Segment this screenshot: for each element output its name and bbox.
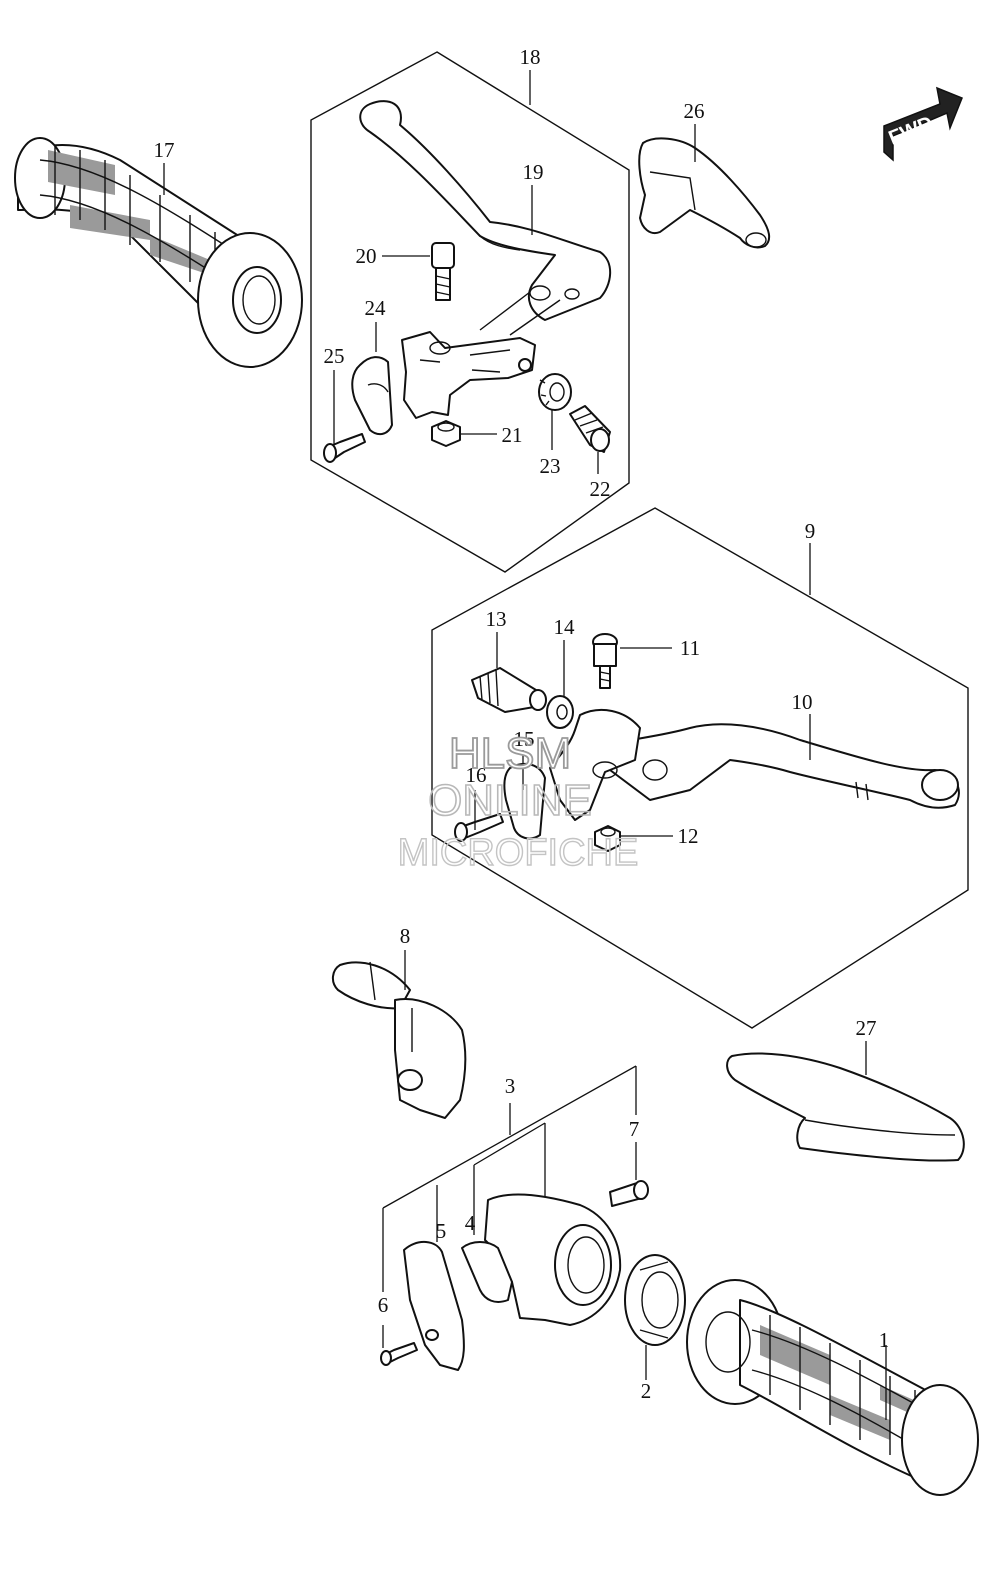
callout-3: 3 (505, 1074, 516, 1098)
callout-21: 21 (502, 423, 523, 447)
assembly-outline-18 (310, 51, 630, 573)
callout-25: 25 (324, 344, 345, 368)
callout-5: 5 (436, 1219, 447, 1243)
fwd-arrow-icon: FWD (883, 86, 963, 162)
callout-12: 12 (678, 824, 699, 848)
locknut-part (546, 695, 574, 729)
callout-19: 19 (523, 160, 544, 184)
callout-24: 24 (365, 296, 387, 320)
callout-6: 6 (378, 1293, 389, 1317)
nut-part (594, 825, 621, 852)
bolt-part (592, 633, 618, 689)
callout-18: 18 (520, 45, 541, 69)
callout-13: 13 (486, 607, 507, 631)
hand-guard-part (726, 1052, 965, 1162)
callout-16: 16 (466, 763, 487, 787)
lever-part (359, 100, 612, 321)
insert-part (461, 1241, 513, 1303)
callout-26: 26 (684, 99, 705, 123)
callout-22: 22 (590, 477, 611, 501)
callout-17: 17 (154, 138, 175, 162)
screw-part (323, 433, 366, 463)
callout-9: 9 (805, 519, 816, 543)
callout-15: 15 (514, 727, 535, 751)
lever-cover-part (638, 137, 771, 249)
locknut-part (538, 373, 572, 411)
pulley-part (624, 1254, 686, 1346)
grip-right-part (686, 1279, 979, 1496)
pivot-bolt-part (431, 242, 455, 301)
throttle-tube-part (332, 961, 467, 1119)
callout-10: 10 (792, 690, 813, 714)
cable-adjuster-part (471, 667, 547, 713)
throttle-housing-part (484, 1193, 622, 1326)
bolt-part (609, 1180, 649, 1207)
callout-4: 4 (465, 1211, 476, 1235)
nut-part (431, 420, 461, 447)
callout-20: 20 (356, 244, 377, 268)
grip-left-part (14, 137, 303, 368)
callout-2: 2 (641, 1379, 652, 1403)
callout-1: 1 (879, 1328, 890, 1352)
adjuster-part (569, 405, 611, 453)
callout-23: 23 (540, 454, 561, 478)
lever-holder-part (401, 291, 561, 419)
lever-part (609, 723, 960, 809)
watermark: HLSM ONLINE MICROFICHE (397, 728, 639, 875)
assembly-outline-9 (431, 507, 969, 1029)
callout-11: 11 (680, 636, 700, 660)
screw-part (454, 813, 504, 842)
screw-part (380, 1342, 418, 1366)
watermark-line-2: ONLINE (428, 776, 592, 825)
callout-14: 14 (554, 615, 576, 639)
callout-8: 8 (400, 924, 411, 948)
watermark-line-3: MICROFICHE (398, 832, 639, 874)
watermark-line-1: HLSM (449, 729, 571, 778)
callout-7: 7 (629, 1117, 640, 1141)
callout-27: 27 (856, 1016, 877, 1040)
lever-holder-part (503, 708, 641, 840)
cover-part (403, 1241, 465, 1371)
clamp-part (351, 356, 393, 436)
